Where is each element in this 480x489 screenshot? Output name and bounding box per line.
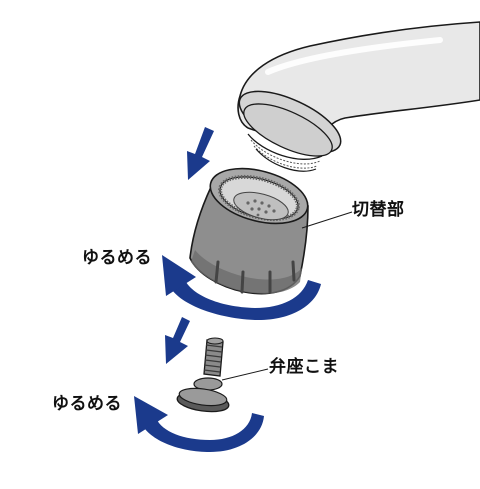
down-arrow-icon bbox=[187, 127, 214, 180]
rotate-left-arrow-icon bbox=[134, 396, 264, 452]
loosen-label-top: ゆるめる bbox=[82, 248, 152, 268]
valve-top-part bbox=[176, 337, 230, 413]
down-arrow-icon bbox=[165, 317, 190, 364]
faucet-spout bbox=[237, 21, 480, 172]
valve-top-label: 弁座こま bbox=[269, 357, 339, 377]
switch-part-leader-line bbox=[301, 211, 353, 229]
switch-part-label: 切替部 bbox=[352, 200, 405, 220]
valve-top-leader-line bbox=[221, 368, 269, 381]
loosen-label-bottom: ゆるめる bbox=[52, 394, 122, 414]
rotate-left-arrow-icon bbox=[162, 255, 321, 321]
switch-part bbox=[189, 167, 309, 295]
